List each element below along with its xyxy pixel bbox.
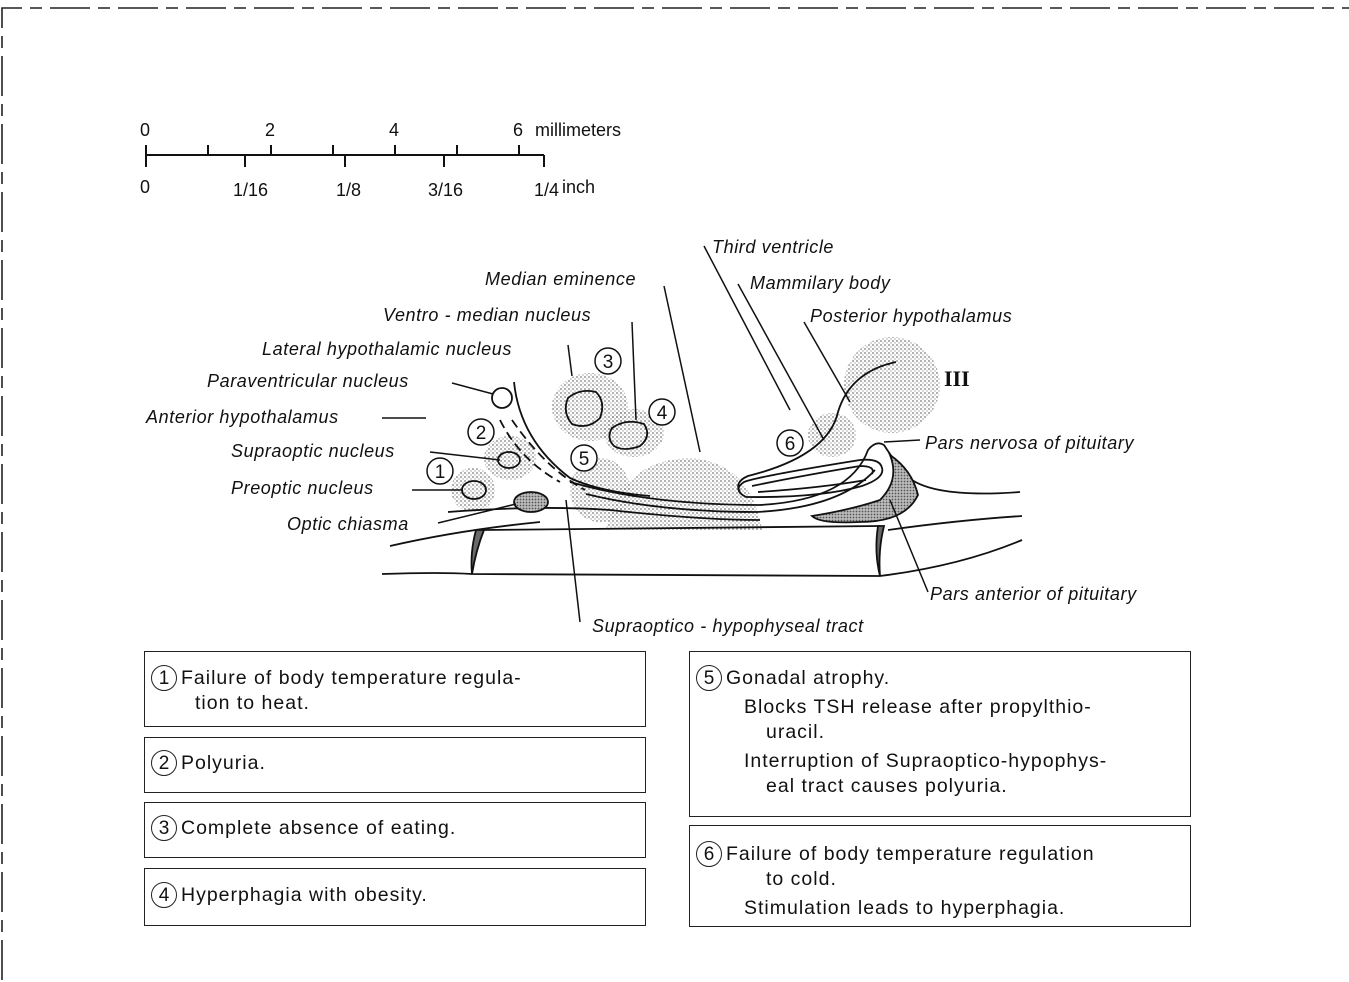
legend-6-number: 6 xyxy=(696,841,722,867)
scale-mm-6: 6 xyxy=(513,120,523,140)
marker-6: 6 xyxy=(785,434,796,455)
label-pars-anterior: Pars anterior of pituitary xyxy=(930,584,1137,604)
scale-inch-1-8: 1/8 xyxy=(336,180,361,200)
legend-6-line-2: to cold. xyxy=(696,865,1190,894)
scale-inch-3-16: 3/16 xyxy=(428,180,463,200)
lesion-6 xyxy=(808,413,856,457)
legend-3-line-1: Complete absence of eating. xyxy=(181,814,456,843)
label-mammilary-body: Mammilary body xyxy=(750,273,891,293)
legend-5-line-3: uracil. xyxy=(696,718,1190,747)
label-anterior-hypothalamus: Anterior hypothalamus xyxy=(145,407,339,427)
scale-inch-unit: inch xyxy=(562,177,595,197)
label-supraoptico-tract: Supraoptico - hypophyseal tract xyxy=(592,616,864,636)
legend-4-number: 4 xyxy=(151,882,177,908)
lesion-posterior xyxy=(844,337,940,433)
legend-6-line-3: Stimulation leads to hyperphagia. xyxy=(696,894,1190,923)
legend-box-4: 4 Hyperphagia with obesity. xyxy=(144,868,646,926)
label-median-eminence: Median eminence xyxy=(485,269,636,289)
legend-box-3: 3 Complete absence of eating. xyxy=(144,802,646,858)
label-supraoptic: Supraoptic nucleus xyxy=(231,441,395,461)
label-posterior-hypothalamus: Posterior hypothalamus xyxy=(810,306,1012,326)
label-preoptic: Preoptic nucleus xyxy=(231,478,374,498)
label-third-ventricle: Third ventricle xyxy=(712,237,834,257)
scale-inch-0: 0 xyxy=(140,177,150,197)
label-lateral-hypothalamic: Lateral hypothalamic nucleus xyxy=(262,339,512,359)
legend-2-number: 2 xyxy=(151,750,177,776)
marker-1: 1 xyxy=(435,462,446,483)
label-optic-chiasma: Optic chiasma xyxy=(287,514,409,534)
marker-3: 3 xyxy=(603,352,614,373)
marker-4: 4 xyxy=(657,403,668,424)
label-paraventricular: Paraventricular nucleus xyxy=(207,371,409,391)
legend-box-1: 1 Failure of body temperature regula- ti… xyxy=(144,651,646,727)
scale-mm-0: 0 xyxy=(140,120,150,140)
marker-2: 2 xyxy=(476,423,487,444)
scale-mm-2: 2 xyxy=(265,120,275,140)
legend-3-number: 3 xyxy=(151,815,177,841)
scale-bar xyxy=(146,145,544,167)
legend-1-line-2: tion to heat. xyxy=(151,689,645,718)
legend-1-number: 1 xyxy=(151,665,177,691)
legend-5-line-5: eal tract causes polyuria. xyxy=(696,772,1190,801)
scale-inch-1-16: 1/16 xyxy=(233,180,268,200)
legend-5-number: 5 xyxy=(696,665,722,691)
legend-box-5: 5 Gonadal atrophy. Blocks TSH release af… xyxy=(689,651,1191,817)
legend-box-6: 6 Failure of body temperature regulation… xyxy=(689,825,1191,927)
marker-5: 5 xyxy=(579,449,590,470)
legend-2-line-1: Polyuria. xyxy=(181,749,266,778)
scale-inch-1-4: 1/4 xyxy=(534,180,559,200)
legend-box-2: 2 Polyuria. xyxy=(144,737,646,793)
label-ventro-median-nucleus: Ventro - median nucleus xyxy=(383,305,591,325)
scale-mm-unit: millimeters xyxy=(535,120,621,140)
label-nerve-iii: III xyxy=(944,366,970,391)
legend-4-line-1: Hyperphagia with obesity. xyxy=(181,881,428,910)
label-pars-nervosa: Pars nervosa of pituitary xyxy=(925,433,1134,453)
scale-mm-4: 4 xyxy=(389,120,399,140)
legend-5-line-1: Gonadal atrophy. xyxy=(726,664,890,693)
